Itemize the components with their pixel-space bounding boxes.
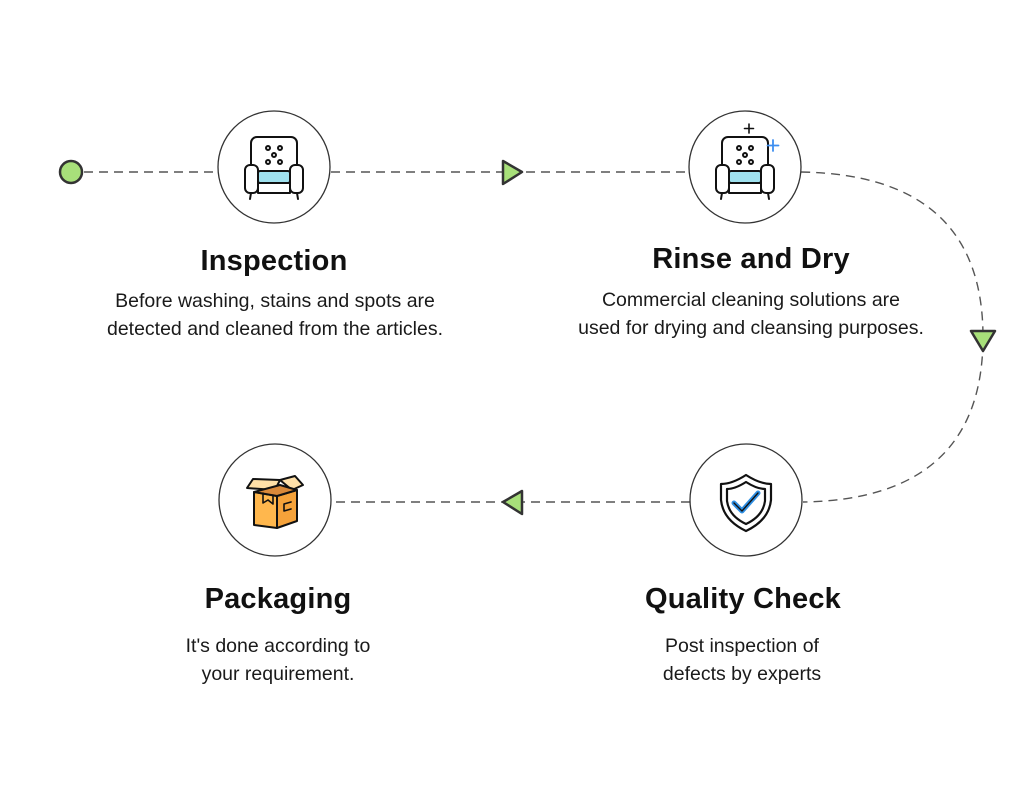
step-inspection-node [217, 110, 331, 224]
flow-connectors [84, 171, 984, 503]
step-rinse-node [688, 110, 802, 224]
arrow-left-icon [501, 489, 524, 516]
arrow-right-icon [501, 159, 524, 186]
step-packaging-node [218, 443, 332, 557]
shield-check-icon [719, 473, 773, 533]
connector-rinse-to-quality [800, 171, 984, 503]
step-quality-node [689, 443, 803, 557]
step-description-inspection: Before washing, stains and spots are det… [106, 290, 444, 340]
armchair-icon [244, 136, 304, 200]
step-title-quality-check: Quality Check [645, 583, 841, 615]
start-marker [58, 159, 84, 185]
step-description-packaging: It's done according to your requirement. [185, 635, 371, 685]
step-title-rinse-and-dry: Rinse and Dry [652, 243, 850, 275]
step-title-packaging: Packaging [204, 583, 352, 615]
step-title-inspection: Inspection [200, 245, 348, 277]
open-box-icon [246, 475, 304, 529]
sparkle-icon [743, 123, 780, 152]
step-description-quality-check: Post inspection of defects by experts [662, 635, 822, 685]
clean-armchair-icon [715, 136, 775, 200]
arrow-down-icon [969, 329, 997, 353]
step-description-rinse-and-dry: Commercial cleaning solutions are used f… [578, 289, 924, 339]
